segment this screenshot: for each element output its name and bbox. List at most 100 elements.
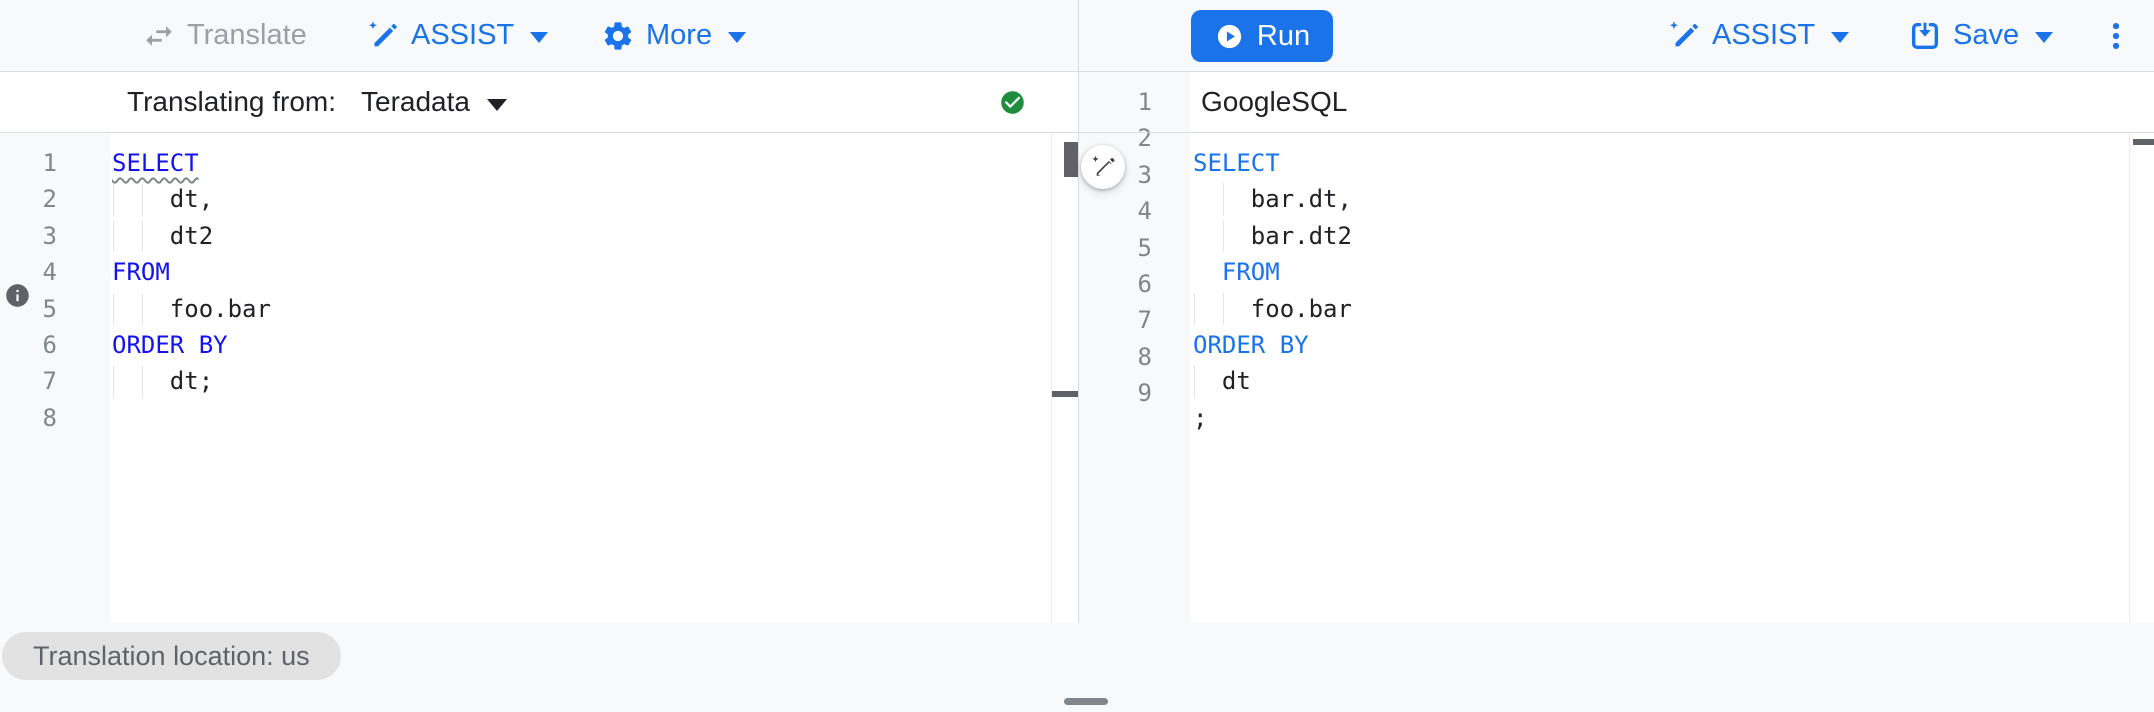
code-line[interactable]: FROM: [1193, 254, 2129, 290]
indent-guide: [141, 292, 143, 325]
line-number: 4: [1137, 197, 1152, 226]
line-number: 2: [1137, 124, 1152, 153]
sql-keyword: FROM: [1193, 258, 1280, 287]
code-line[interactable]: bar.dt,: [1193, 181, 2129, 217]
indent-guide: [1194, 292, 1195, 325]
run-button[interactable]: Run: [1191, 10, 1333, 62]
target-dialect-label: GoogleSQL: [1201, 86, 1348, 117]
run-label: Run: [1256, 19, 1311, 52]
gear-icon: [604, 21, 632, 50]
source-dialect-dropdown[interactable]: Teradata: [361, 72, 507, 132]
kebab-vertical-icon: [2112, 22, 2120, 49]
assist-menu-left[interactable]: ASSIST: [366, 0, 549, 71]
indent-guide: [113, 292, 114, 325]
line-number: 6: [42, 330, 57, 359]
code-line[interactable]: ;: [1193, 400, 2129, 436]
sql-text: bar.dt,: [1193, 185, 1352, 214]
play-circle-icon: [1217, 24, 1242, 48]
more-label: More: [646, 19, 713, 51]
source-editor-scrollbar[interactable]: [1051, 133, 1078, 623]
line-number: 8: [42, 403, 57, 432]
check-circle-icon: [1001, 91, 1024, 114]
target-panel-header: GoogleSQL: [1079, 72, 2154, 133]
code-line[interactable]: ORDER BY: [112, 327, 1051, 363]
chevron-down-icon: [530, 32, 549, 43]
source-panel-header: Translating from: Teradata: [0, 72, 1078, 133]
indent-guide: [113, 183, 114, 216]
sql-text: ;: [1193, 403, 1208, 432]
sql-text: foo.bar: [112, 294, 271, 323]
line-number: 5: [42, 294, 57, 323]
code-line[interactable]: bar.dt2: [1193, 218, 2129, 254]
chevron-down-icon: [1831, 32, 1850, 43]
code-line[interactable]: [112, 400, 1051, 436]
sql-keyword: SELECT: [112, 149, 199, 177]
info-circle-icon[interactable]: [4, 282, 31, 309]
indent-guide: [1222, 219, 1224, 253]
swap-arrows-icon: [146, 25, 172, 46]
code-line[interactable]: foo.bar: [112, 291, 1051, 327]
code-line[interactable]: foo.bar: [1193, 291, 2129, 327]
overflow-menu-button[interactable]: [2096, 0, 2136, 71]
sql-keyword: ORDER BY: [112, 330, 228, 359]
save-menu[interactable]: Save: [1908, 0, 2054, 71]
assist-left-label: ASSIST: [411, 19, 515, 51]
more-menu[interactable]: More: [601, 0, 747, 71]
line-number: 3: [1137, 160, 1152, 189]
line-number: 1: [1137, 88, 1152, 116]
line-number: 7: [1137, 306, 1152, 335]
code-line[interactable]: [1193, 436, 2129, 472]
assist-right-label: ASSIST: [1712, 19, 1816, 51]
chevron-down-icon: [2035, 32, 2054, 43]
line-number: 1: [42, 149, 57, 177]
code-line[interactable]: dt: [1193, 363, 2129, 399]
sql-text: bar.dt2: [1193, 221, 1352, 250]
splitter-drag-handle[interactable]: [1064, 698, 1108, 705]
code-line[interactable]: FROM: [112, 254, 1051, 290]
assist-menu-right[interactable]: ASSIST: [1667, 0, 1850, 71]
code-line[interactable]: dt2: [112, 218, 1051, 254]
indent-guide: [141, 183, 143, 216]
sql-text: dt2: [112, 221, 214, 250]
target-editor-scrollbar[interactable]: [2129, 133, 2154, 623]
sparkle-pen-icon: [368, 20, 397, 46]
sparkle-pen-icon: [1669, 20, 1698, 46]
sql-text: foo.bar: [1193, 294, 1352, 323]
scrollbar-thumb[interactable]: [1064, 142, 1078, 177]
line-number: 3: [42, 221, 57, 250]
line-number: 2: [42, 185, 57, 214]
scrollbar-thumb[interactable]: [2133, 139, 2154, 145]
save-icon: [1911, 22, 1939, 49]
footer-bar: Translation location: us: [0, 623, 2154, 712]
code-line[interactable]: ORDER BY: [1193, 327, 2129, 363]
line-number: 4: [42, 258, 57, 287]
code-line[interactable]: SELECT: [1193, 145, 2129, 181]
line-number: 6: [1137, 269, 1152, 298]
indent-guide: [113, 219, 114, 253]
line-number: 5: [1137, 233, 1152, 262]
sql-keyword: FROM: [112, 258, 170, 287]
panel-divider: [1078, 0, 1079, 623]
sql-text: dt: [1193, 367, 1251, 396]
assist-wand-button[interactable]: [1081, 145, 1125, 189]
indent-guide: [113, 365, 114, 398]
sql-text: dt,: [112, 185, 214, 214]
indent-guide: [1222, 183, 1224, 216]
indent-guide: [141, 365, 143, 398]
scrollbar-marker: [1052, 391, 1078, 397]
code-line[interactable]: dt;: [112, 363, 1051, 399]
source-dialect-value: Teradata: [361, 86, 470, 117]
code-line[interactable]: dt,: [112, 181, 1051, 217]
sparkle-pen-icon: [1091, 155, 1115, 176]
translate-button[interactable]: Translate: [142, 0, 307, 71]
toolbar: Translate ASSIST More Run ASSIST Save: [0, 0, 2154, 72]
translate-label: Translate: [187, 19, 307, 51]
translation-location-chip: Translation location: us: [2, 632, 341, 680]
code-line[interactable]: SELECT: [112, 145, 1051, 181]
